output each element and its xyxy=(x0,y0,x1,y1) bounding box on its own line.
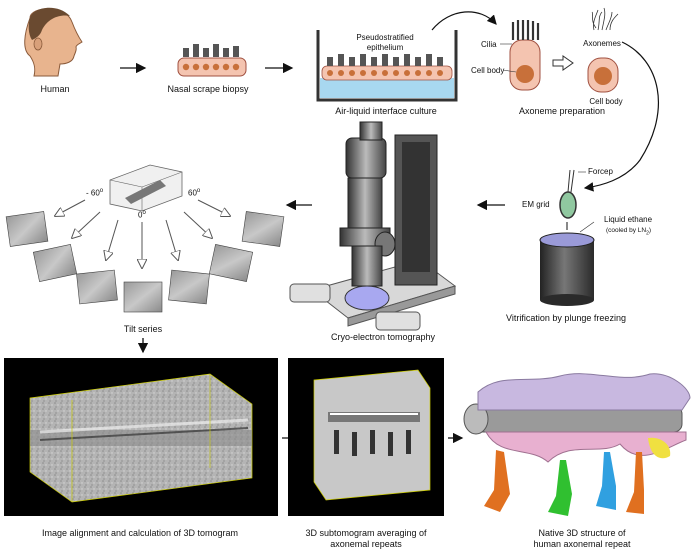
ciliated-cell-illustration xyxy=(500,20,541,91)
biopsy-cells-illustration xyxy=(177,44,247,77)
human-head-illustration xyxy=(24,7,83,77)
label-ali-culture: Air-liquid interface culture xyxy=(335,106,437,116)
axonemal-repeat-structure xyxy=(463,373,691,516)
label-angle-neg: - 60o xyxy=(86,188,104,198)
label-nasal-biopsy: Nasal scrape biopsy xyxy=(167,84,249,94)
label-subtomo-1: 3D subtomogram averaging of xyxy=(305,528,427,538)
label-liquid-ethane: Liquid ethane xyxy=(604,215,653,224)
arrow-culture-to-axoneme xyxy=(431,11,497,31)
label-tomogram: Image alignment and calculation of 3D to… xyxy=(41,528,239,538)
tomogram-panel xyxy=(4,358,278,516)
label-cilia: Cilia xyxy=(481,40,497,49)
label-subtomo-2: axonemal repeats xyxy=(330,539,402,549)
ethane-cup xyxy=(539,221,595,306)
ali-culture-dish xyxy=(316,30,458,102)
axonemes-illustration xyxy=(587,7,619,93)
label-native-1: Native 3D structure of xyxy=(538,528,626,538)
label-axoneme-prep: Axoneme preparation xyxy=(518,106,606,116)
arrow-axoneme-to-grid xyxy=(583,41,660,192)
label-cell-body-right: Cell body xyxy=(589,97,623,106)
tilt-arrows xyxy=(55,199,230,268)
label-cryo-et: Cryo-electron tomography xyxy=(330,332,436,342)
label-cell-body-left: Cell body xyxy=(471,66,505,75)
label-human: Human xyxy=(40,84,70,94)
label-em-grid: EM grid xyxy=(522,200,550,209)
label-tilt-series: Tilt series xyxy=(123,324,163,334)
open-arrow-demembranation xyxy=(552,55,574,71)
forcep-and-grid xyxy=(559,169,586,219)
label-forcep: Forcep xyxy=(588,167,613,176)
label-epithelium-1: Pseudostratified xyxy=(356,33,414,42)
label-axonemes: Axonemes xyxy=(583,39,621,48)
label-vitrification: Vitrification by plunge freezing xyxy=(506,313,626,323)
label-angle-zero: 0o xyxy=(138,210,146,220)
tilt-projection-images xyxy=(5,211,285,313)
cryo-em-microscope xyxy=(289,121,457,331)
label-cooled-by: (cooled by LN2) xyxy=(606,227,652,237)
label-native-2: human axonemal repeat xyxy=(533,539,631,549)
subtomogram-panel xyxy=(288,358,444,516)
label-angle-pos: 60o xyxy=(188,188,201,198)
tilt-sample-box xyxy=(109,164,183,212)
label-epithelium-2: epithelium xyxy=(366,43,404,52)
